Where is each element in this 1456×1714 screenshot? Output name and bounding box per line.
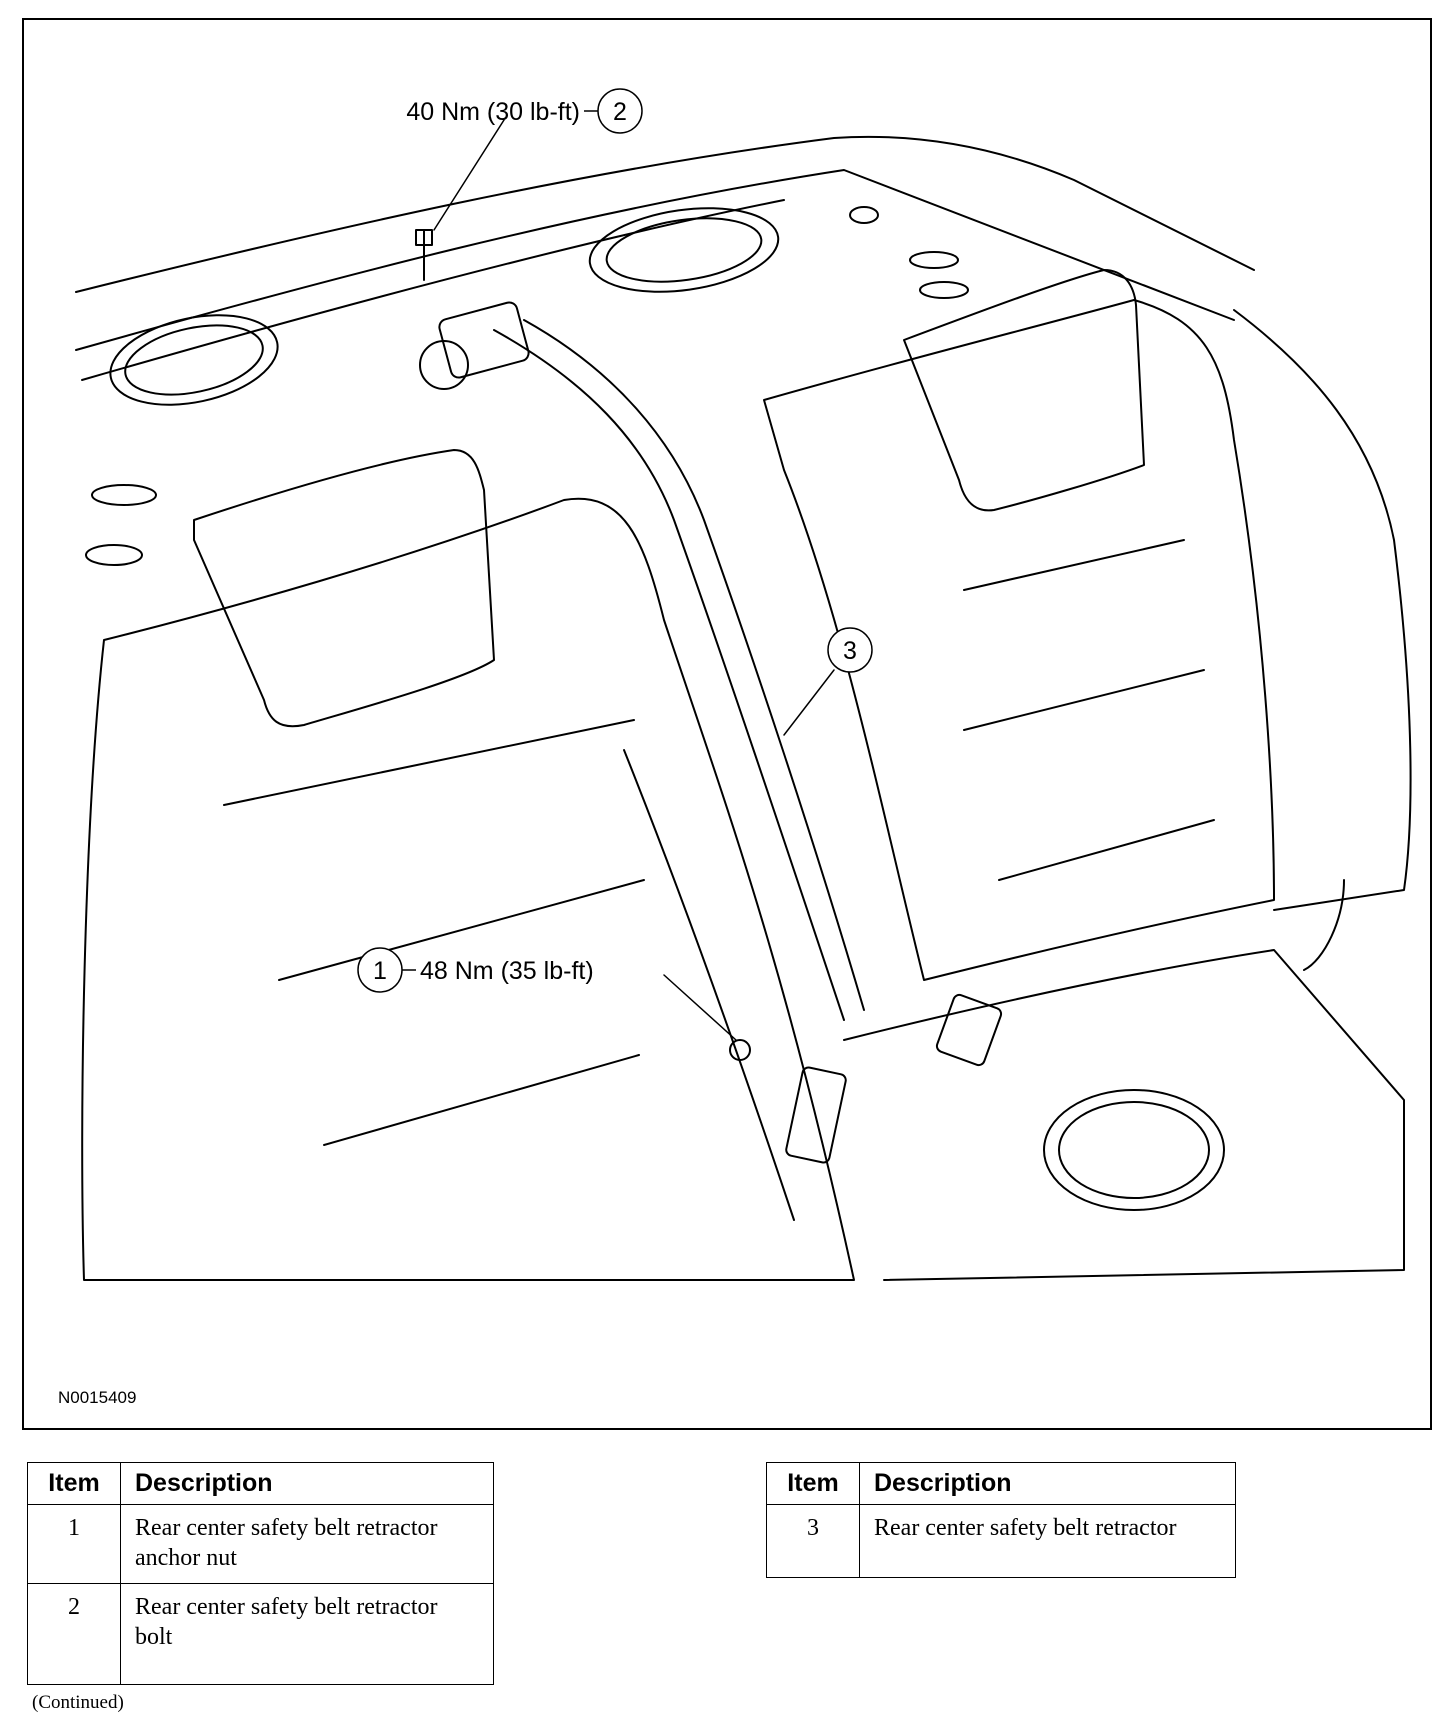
table-row: 1 Rear center safety belt retractor anch… [27, 1504, 494, 1584]
callout-3: 3 [827, 627, 873, 673]
floor-pan [843, 949, 1405, 1281]
callout-2: 40 Nm (30 lb-ft) 2 [406, 88, 643, 134]
item-header: Item [27, 1462, 121, 1505]
buckle [785, 1066, 847, 1164]
left-speaker [109, 314, 279, 406]
description-header: Description [859, 1462, 1236, 1505]
diagram-frame: 40 Nm (30 lb-ft) 2 3 1 48 Nm (35 lb-ft) … [22, 18, 1432, 1430]
item-number: 1 [27, 1504, 121, 1584]
legend-table-left: Item Description 1 Rear center safety be… [27, 1462, 494, 1685]
item-number: 3 [766, 1504, 860, 1578]
callout-2-number: 2 [613, 98, 627, 126]
left-seat-back [81, 497, 855, 1281]
item-description: Rear center safety belt retractor bolt [120, 1583, 494, 1685]
callout-1-torque: 48 Nm (35 lb-ft) [420, 957, 594, 985]
item-header: Item [766, 1462, 860, 1505]
item-number: 2 [27, 1583, 121, 1685]
center-speaker [588, 207, 780, 293]
callout-2-torque: 40 Nm (30 lb-ft) [406, 98, 580, 126]
legend-header-row: Item Description [766, 1462, 1236, 1505]
right-seat-back [763, 299, 1275, 981]
continued-note: (Continued) [32, 1692, 124, 1713]
retractor-housing [438, 301, 530, 379]
anchor-nut [729, 1039, 751, 1061]
left-headrest [193, 449, 495, 728]
table-row: 2 Rear center safety belt retractor bolt [27, 1583, 494, 1685]
leader-1 [663, 974, 737, 1041]
leader-2 [433, 119, 505, 231]
legend-table-right: Item Description 3 Rear center safety be… [766, 1462, 1236, 1578]
seat-belt-illustration: 40 Nm (30 lb-ft) 2 3 1 48 Nm (35 lb-ft) [75, 88, 1412, 1281]
belt-webbing [493, 329, 845, 1021]
legend-header-row: Item Description [27, 1462, 494, 1505]
description-header: Description [120, 1462, 494, 1505]
callout-3-number: 3 [843, 637, 857, 665]
leader-3 [783, 669, 835, 736]
spare-tire-well [1043, 1089, 1225, 1211]
item-description: Rear center safety belt retractor [859, 1504, 1236, 1578]
item-description: Rear center safety belt retractor anchor… [120, 1504, 494, 1584]
right-headrest [903, 269, 1145, 512]
retractor-bolt [415, 229, 433, 281]
callout-1-number: 1 [373, 957, 387, 985]
table-row: 3 Rear center safety belt retractor [766, 1504, 1236, 1578]
figure-code: N0015409 [58, 1388, 137, 1407]
callout-1: 1 48 Nm (35 lb-ft) [357, 947, 594, 993]
package-shelf [75, 135, 1255, 293]
